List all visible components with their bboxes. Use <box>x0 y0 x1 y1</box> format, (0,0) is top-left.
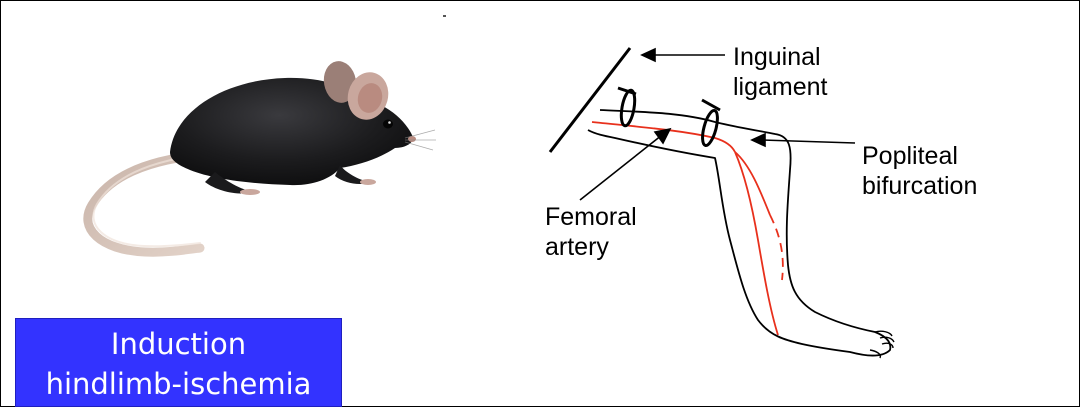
mouse-tail <box>88 155 200 252</box>
ligature-distal <box>700 100 721 147</box>
femoral-label-line1: Femoral <box>545 202 637 232</box>
popliteal-arrow <box>762 140 855 143</box>
inguinal-ligament-line <box>550 48 630 152</box>
mouse-eye <box>383 120 393 129</box>
femoral-artery-label: Femoral artery <box>545 202 637 262</box>
femoral-arrow <box>580 135 662 200</box>
femoral-label-line2: artery <box>545 232 637 262</box>
ligature-proximal <box>618 88 637 127</box>
popliteal-bifurcation-label: Popliteal bifurcation <box>862 141 977 201</box>
title-line-2: hindlimb-ischemia <box>16 366 341 402</box>
popliteal-branch-dashed <box>770 215 783 280</box>
title-line-1: Induction <box>16 326 341 362</box>
title-box: Induction hindlimb-ischemia <box>15 318 342 407</box>
inguinal-label-line1: Inguinal <box>733 42 828 72</box>
popliteal-branch <box>735 152 770 215</box>
stray-mark <box>443 15 446 17</box>
inguinal-ligament-label: Inguinal ligament <box>733 42 828 102</box>
popliteal-label-line2: bifurcation <box>862 171 977 201</box>
inguinal-label-line2: ligament <box>733 72 828 102</box>
popliteal-artery <box>735 152 778 335</box>
popliteal-label-line1: Popliteal <box>862 141 977 171</box>
mouse-image <box>40 40 440 280</box>
